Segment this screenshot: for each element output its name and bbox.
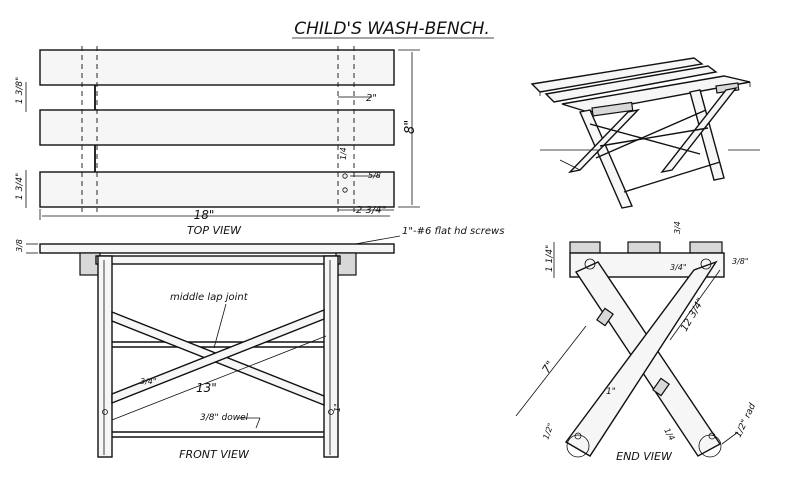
dim-gap-2: 1 3/4" bbox=[15, 173, 25, 200]
dim-front-small-b: 1" bbox=[333, 403, 342, 412]
end-slat-section bbox=[569, 241, 601, 254]
dim-line bbox=[111, 335, 327, 421]
cross-brace-b bbox=[111, 308, 325, 405]
leader-line bbox=[213, 303, 227, 349]
front-leg-left bbox=[97, 255, 113, 458]
persp-stretcher bbox=[623, 161, 721, 193]
dim-top-width: 8" bbox=[403, 120, 418, 134]
front-rail bbox=[95, 255, 341, 265]
dim-end-rad: 1/2" rad bbox=[734, 402, 759, 439]
leader-line bbox=[721, 431, 739, 445]
dowel-mark bbox=[102, 409, 108, 415]
dowel-note: 3/8" dowel bbox=[200, 413, 249, 423]
leg-round-end bbox=[698, 434, 722, 458]
end-slat-section bbox=[627, 241, 661, 254]
pivot-hole bbox=[700, 258, 712, 270]
dim-end-small-d: 1/4 bbox=[662, 427, 676, 443]
drawing-title: CHILD'S WASH-BENCH. bbox=[294, 19, 490, 39]
persp-leg bbox=[689, 89, 725, 181]
screw-hole bbox=[342, 173, 348, 179]
end-stretcher-block bbox=[596, 307, 614, 327]
dim-end-margin: 2 3/4" bbox=[356, 205, 386, 216]
dowel-mark bbox=[328, 409, 334, 415]
top-slat-1 bbox=[39, 49, 395, 86]
perspective-view bbox=[530, 57, 760, 209]
dim-end-height: 1 1/4" bbox=[545, 245, 555, 272]
dim-end-small-b: 3/8" bbox=[732, 257, 749, 266]
persp-slat-1 bbox=[530, 57, 704, 93]
dim-line bbox=[669, 269, 721, 341]
top-slat-2 bbox=[39, 109, 395, 146]
end-stretcher-block bbox=[652, 377, 670, 397]
persp-cleat bbox=[591, 101, 634, 117]
dim-top-thickness: 3/8 bbox=[15, 239, 24, 252]
end-view-label: END VIEW bbox=[616, 450, 673, 463]
dim-end-small-c: 3/4" bbox=[670, 263, 687, 272]
front-view-label: FRONT VIEW bbox=[179, 448, 250, 461]
persp-brace bbox=[589, 123, 701, 155]
dim-end-small-a: 3/4 bbox=[673, 221, 682, 234]
persp-brace bbox=[595, 109, 707, 159]
screws-note: 1"-#6 flat hd screws bbox=[402, 226, 504, 237]
end-view: 1 1/4" 7" 12 3/4" 1" 1/2" 3/4 3/8" 3/4" … bbox=[515, 221, 759, 463]
front-view: 3/8 middle lap joint 13" 3/4" 1" 3/8" do… bbox=[15, 239, 395, 461]
persp-leg bbox=[579, 109, 633, 209]
screw-hole bbox=[342, 187, 348, 193]
dim-end-leg-lower: 7" bbox=[540, 358, 557, 375]
end-slat-section bbox=[689, 241, 723, 254]
top-view: 2" 8" 1 3/8" 1 3/4" 1/4 5/8 18" 2 3/4" T… bbox=[15, 46, 420, 237]
leg-round-end bbox=[566, 434, 590, 458]
front-top-board bbox=[39, 243, 395, 254]
dim-front-diag: 13" bbox=[196, 381, 217, 395]
dim-gap-1: 1 3/8" bbox=[15, 77, 25, 104]
dim-hole-offset: 5/8 bbox=[368, 171, 381, 180]
top-slat-3 bbox=[39, 171, 395, 208]
dim-top-length: 18" bbox=[194, 208, 215, 222]
dim-front-small-a: 3/4" bbox=[140, 377, 157, 386]
persp-shade bbox=[559, 159, 581, 171]
lap-joint-note: middle lap joint bbox=[170, 292, 249, 303]
end-leg-b bbox=[564, 260, 718, 457]
pivot-hole bbox=[584, 258, 596, 270]
top-view-label: TOP VIEW bbox=[187, 224, 242, 237]
dim-line bbox=[515, 325, 587, 417]
leader-line bbox=[255, 417, 261, 429]
dim-hole-small: 1/4 bbox=[339, 147, 348, 160]
dim-end-mid: 1" bbox=[606, 387, 616, 397]
end-dowel bbox=[574, 432, 582, 440]
persp-slat-2 bbox=[544, 65, 718, 103]
front-leg-right bbox=[323, 255, 339, 458]
dim-end-bottom: 1/2" bbox=[541, 422, 555, 441]
dim-slat-width: 2" bbox=[366, 93, 377, 104]
persp-stretcher bbox=[599, 127, 709, 147]
